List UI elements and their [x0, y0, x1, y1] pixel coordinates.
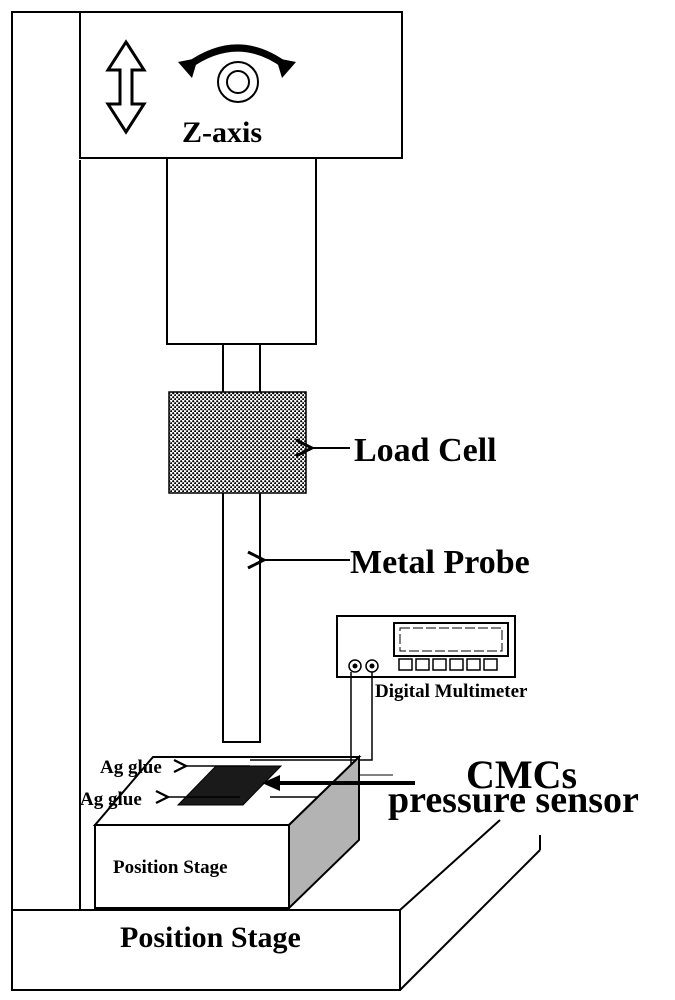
multimeter-terminals [348, 659, 379, 673]
pressure-sensor-label: pressure sensor [388, 779, 639, 821]
base-plate: Position Stage [11, 819, 541, 991]
position-stage-box-label: Position Stage [113, 857, 228, 878]
multimeter-buttons [398, 658, 498, 671]
position-stage-box [92, 754, 362, 911]
load-cell-label: Load Cell [354, 432, 497, 469]
metal-probe-label: Metal Probe [350, 544, 530, 581]
metal-probe [222, 343, 261, 743]
cmcs-pressure-sensor [176, 765, 283, 806]
rotation-icon [178, 44, 296, 103]
digital-multimeter-label: Digital Multimeter [375, 681, 528, 702]
vertical-double-arrow-icon [105, 39, 147, 135]
digital-multimeter [336, 615, 516, 678]
load-cell [168, 391, 307, 494]
ag-glue-bottom-label: Ag glue [80, 789, 142, 810]
cmcs-label: CMCs [466, 752, 577, 797]
ag-glue-top-label: Ag glue [100, 757, 162, 778]
z-axis-label: Z-axis [182, 116, 262, 149]
actuator-body [166, 157, 317, 345]
position-stage-base-label: Position Stage [120, 921, 301, 954]
